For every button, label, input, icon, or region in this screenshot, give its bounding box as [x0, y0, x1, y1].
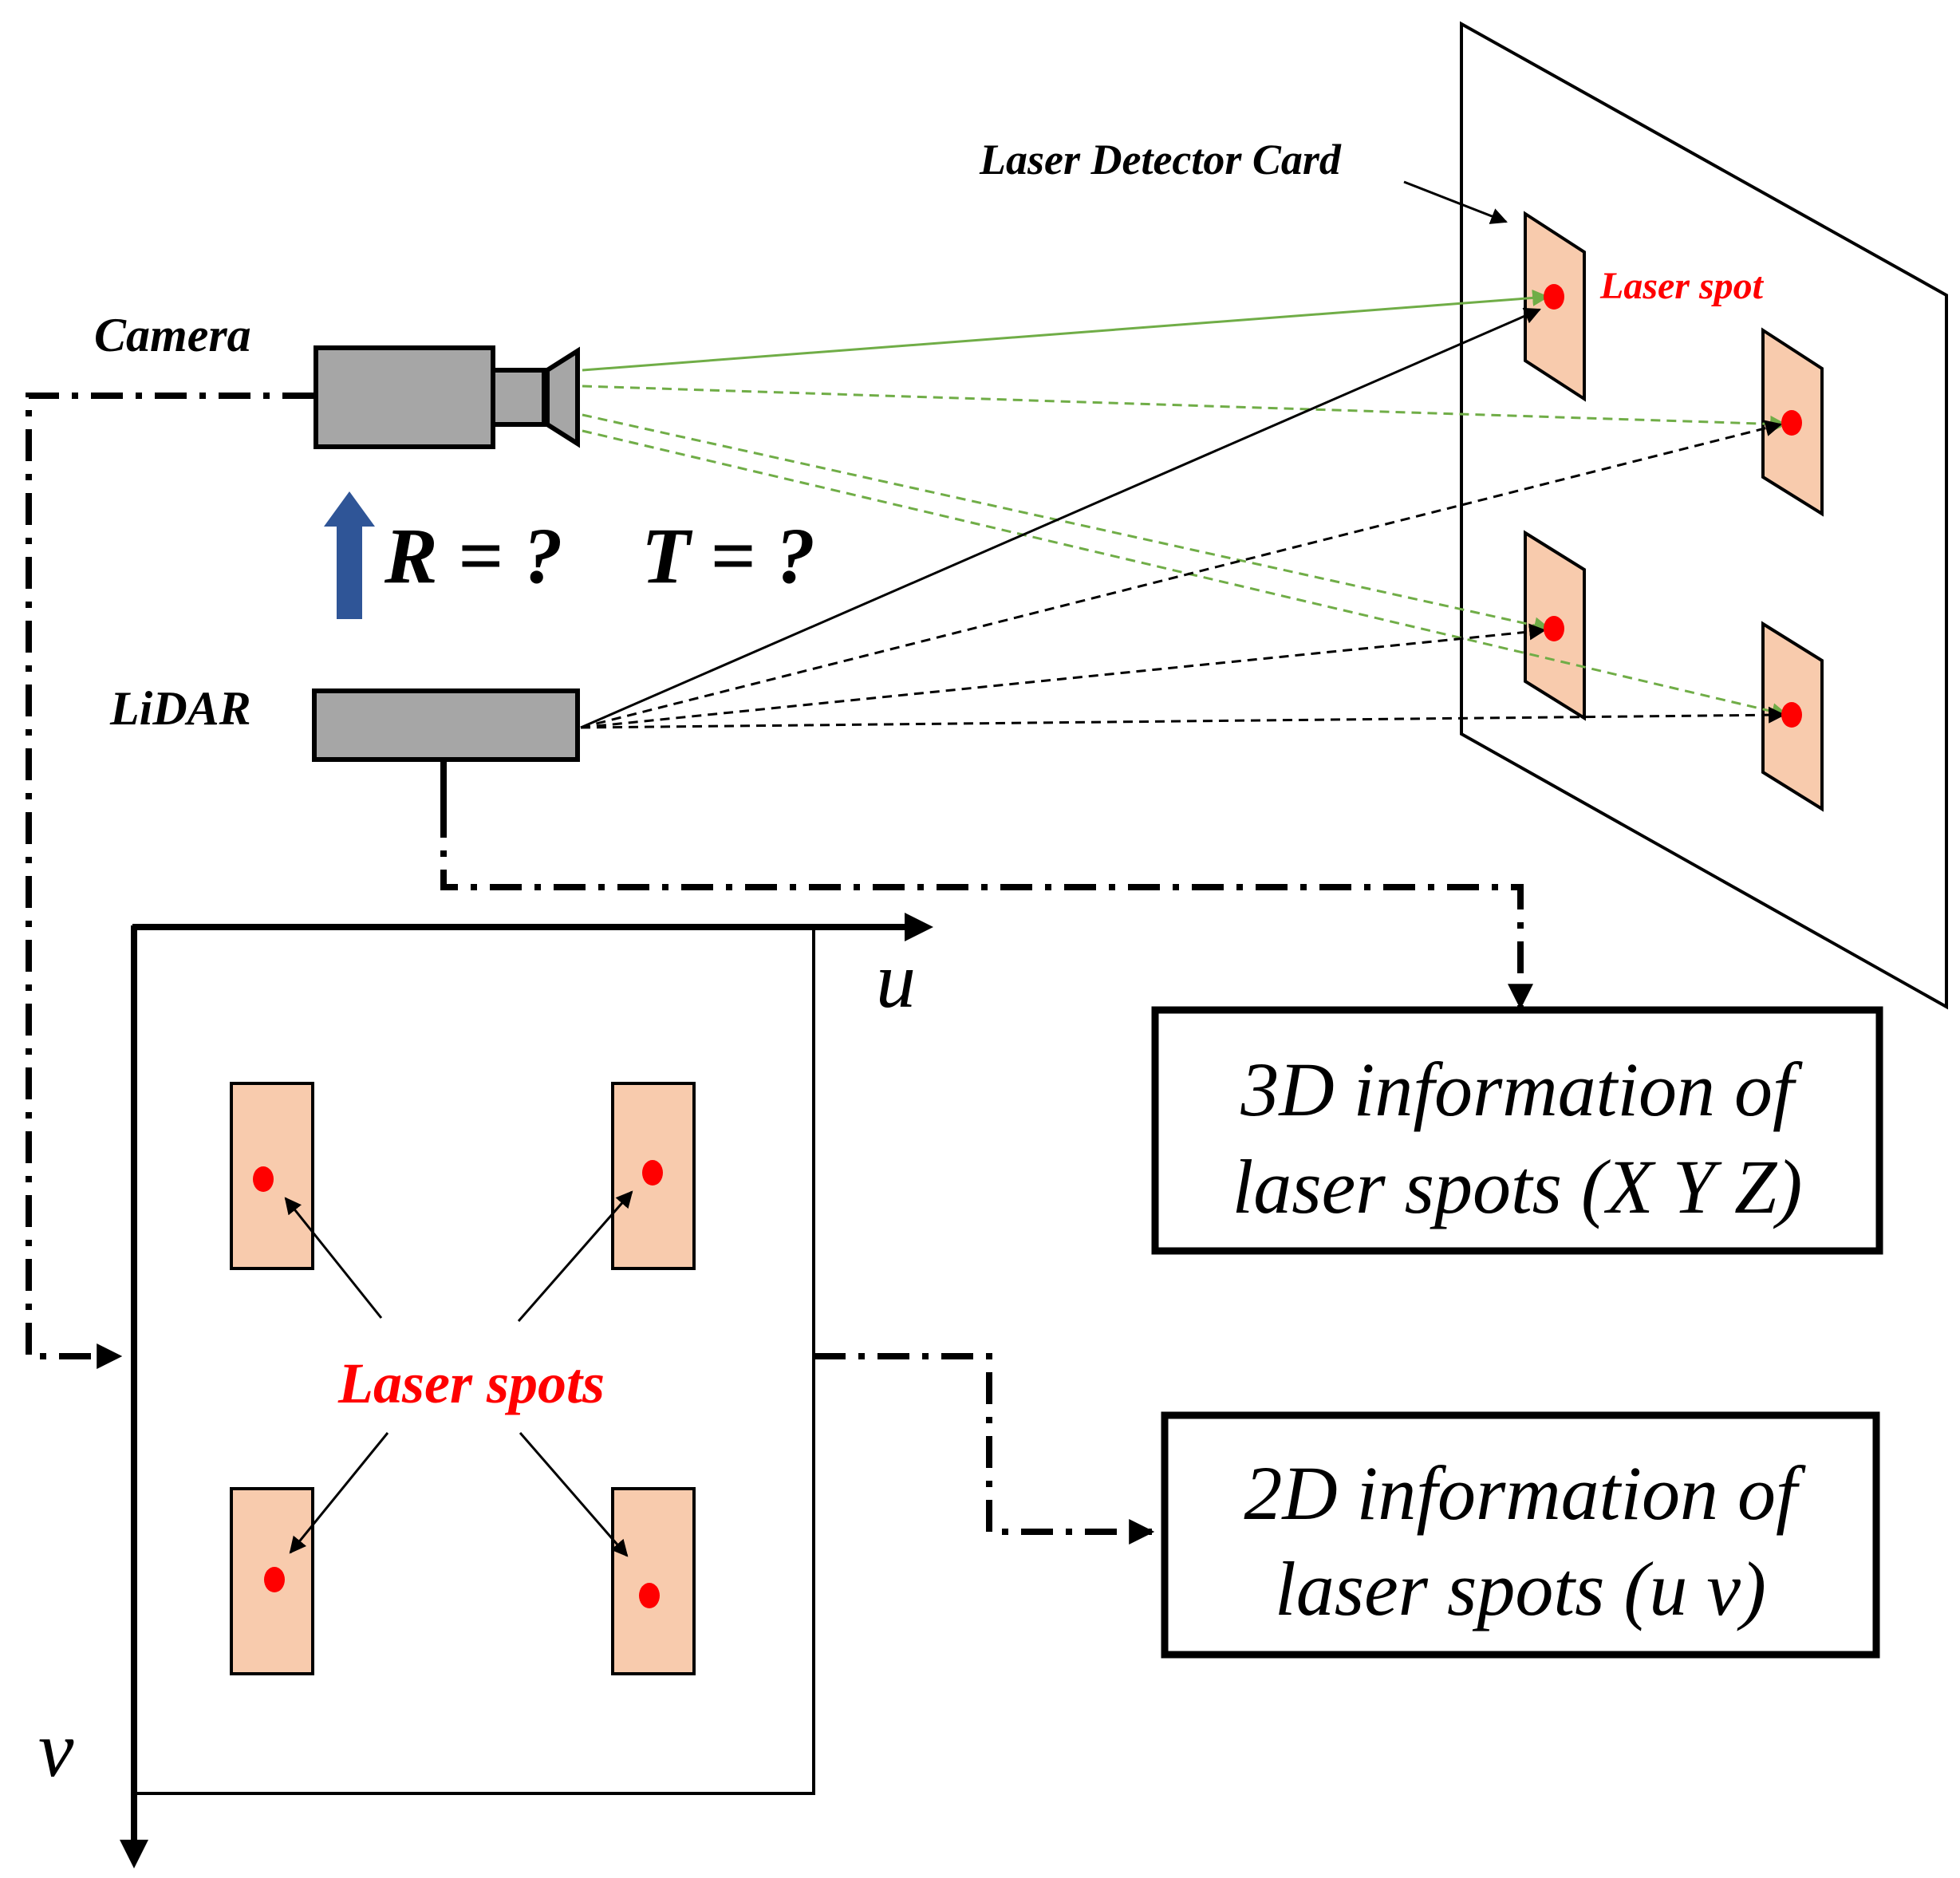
detector-board	[1460, 21, 1948, 1010]
u-axis-label: u	[876, 936, 916, 1024]
translation-label: T = ?	[641, 511, 815, 600]
lidar-ray-4	[580, 706, 1786, 729]
lidar-to-3d-connector	[440, 806, 1533, 1010]
camera-body	[314, 345, 495, 449]
spot-pointer-2	[517, 1190, 633, 1322]
image-laser-spot-1	[253, 1166, 274, 1192]
lidar-body	[312, 688, 580, 762]
lidar-ray-1	[580, 307, 1541, 729]
u-axis-arrowhead	[905, 913, 933, 941]
camera-ray-1	[582, 289, 1550, 372]
info-3d-line-2: laser spots (X Y Z)	[1232, 1144, 1803, 1229]
spot-pointer-4	[519, 1432, 629, 1557]
laser-spots-label: Laser spots	[337, 1351, 605, 1415]
rotation-label: R = ?	[384, 511, 563, 600]
spot-pointer-1	[284, 1197, 383, 1319]
image-card-4	[611, 1487, 696, 1675]
info-3d-box	[1151, 1006, 1883, 1255]
camera-label: Camera	[94, 309, 251, 361]
lidar-label: LiDAR	[109, 682, 251, 735]
camera-lens	[545, 346, 580, 448]
camera-to-image-connector	[26, 393, 314, 1369]
camera-barrel	[491, 368, 546, 427]
camera-ray-2	[582, 385, 1788, 432]
info-3d-line-1: 3D information of	[1240, 1047, 1803, 1132]
image-to-2d-connector	[814, 1353, 1155, 1545]
board-laser-spot-1	[1544, 284, 1564, 310]
board-laser-spot-3	[1544, 616, 1564, 641]
v-axis-arrowhead	[120, 1840, 148, 1868]
image-laser-spot-4	[639, 1583, 660, 1608]
image-laser-spot-2	[642, 1160, 663, 1186]
image-card-3	[230, 1487, 314, 1675]
lidar-ray-3	[580, 623, 1547, 729]
info-2d-line-1: 2D information of	[1244, 1450, 1806, 1536]
board-laser-spot-4	[1781, 702, 1802, 728]
image-laser-spot-3	[264, 1567, 285, 1592]
transform-arrow-icon	[324, 491, 375, 619]
spot-pointer-3	[289, 1432, 389, 1554]
detector-card-pointer	[1403, 180, 1508, 224]
laser-spot-label: Laser spot	[1599, 265, 1765, 307]
v-axis-label: v	[38, 1705, 74, 1793]
info-2d-line-2: laser spots (u v)	[1275, 1546, 1766, 1631]
info-2d-box	[1161, 1411, 1880, 1659]
camera-ray-3	[582, 413, 1552, 634]
board-laser-spot-2	[1781, 410, 1802, 436]
detector-card-label: Laser Detector Card	[979, 136, 1342, 183]
